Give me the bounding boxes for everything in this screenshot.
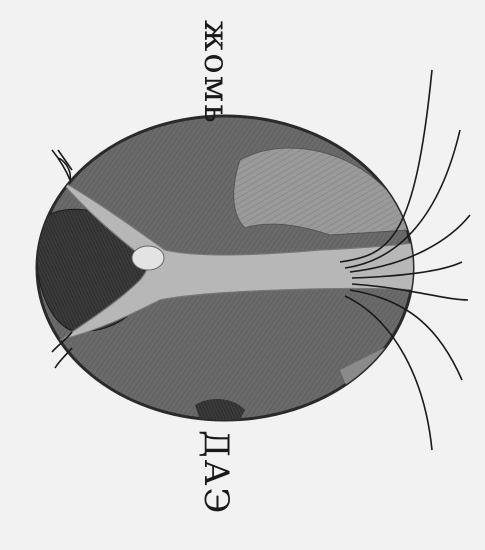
handwritten-text-bottom: ДАЭ bbox=[196, 430, 236, 515]
handwritten-text-top: жомь bbox=[196, 20, 236, 125]
white-knob bbox=[132, 246, 164, 270]
